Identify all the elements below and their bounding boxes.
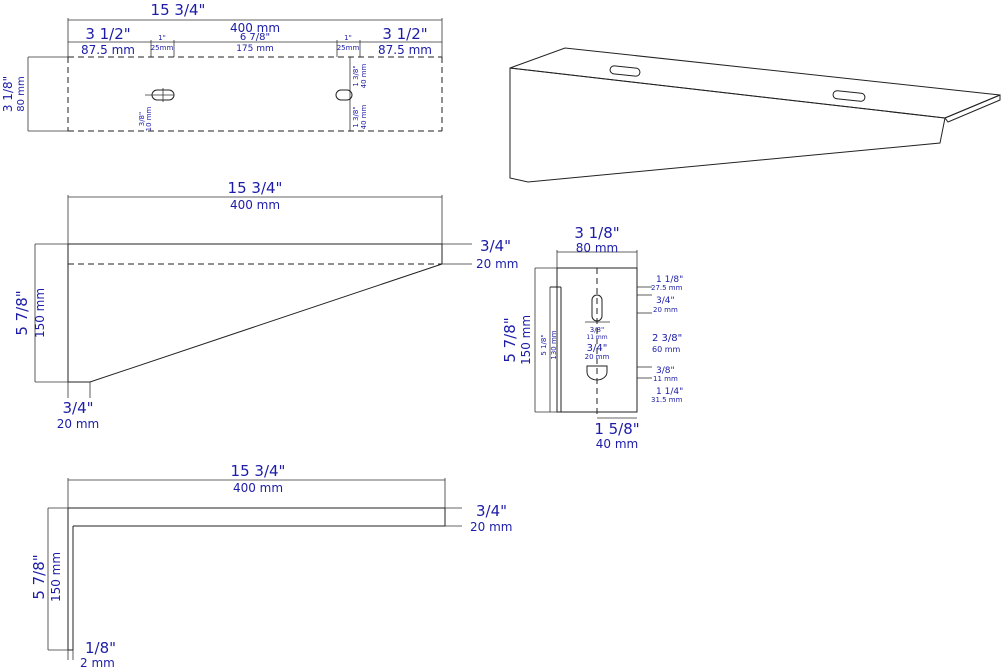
dim-slot2-in: 1"	[344, 34, 352, 42]
dim-overall-in: 15 3/4"	[151, 1, 206, 19]
dim-a-mm: 27.5 mm	[651, 284, 683, 292]
dim-e-mm: 31.5 mm	[651, 396, 683, 404]
dim-llength-in: 15 3/4"	[231, 462, 286, 480]
dim-slot-mm: 25mm	[151, 44, 174, 52]
dim-eheight-mm: 150 mm	[519, 315, 533, 365]
dim-e-in: 1 1/4"	[656, 387, 683, 397]
dim-center-mm: 175 mm	[236, 44, 274, 54]
dim-upper-mm: 40 mm	[360, 63, 368, 88]
dim-a-in: 1 1/8"	[656, 275, 683, 285]
dim-half-in: 1 5/8"	[594, 420, 639, 438]
dim-d-in: 3/8"	[656, 366, 675, 376]
dim-lheight-in: 5 7/8"	[30, 554, 48, 599]
dim-slot2-mm: 25mm	[337, 44, 360, 52]
dim-right-mm: 87.5 mm	[378, 43, 432, 57]
dim-c-mm: 60 mm	[652, 345, 681, 354]
dim-lheight-mm: 150 mm	[49, 552, 63, 602]
dim-right-in: 3 1/2"	[382, 25, 427, 43]
dim-llength-mm: 400 mm	[233, 481, 283, 495]
dim-foot-in: 3/4"	[62, 399, 93, 417]
dim-slot-in: 1"	[158, 34, 166, 42]
top-view: 15 3/4" 400 mm 3 1/2" 87.5 mm 1" 25mm 6 …	[1, 1, 443, 132]
dim-inner-in: 5 1/8"	[540, 334, 548, 355]
side-view: 15 3/4" 400 mm 3/4" 20 mm 5 7/8" 150 mm …	[13, 179, 518, 431]
dim-b-mm: 20 mm	[653, 306, 678, 314]
dim-thick-in: 3/4"	[480, 237, 511, 255]
dim-length-mm: 400 mm	[230, 198, 280, 212]
dim-hole-mm: 20 mm	[585, 353, 610, 361]
dim-height-in: 5 7/8"	[13, 290, 31, 335]
dim-inner-mm: 130 mm	[550, 330, 558, 359]
dim-eheight-in: 5 7/8"	[501, 317, 519, 362]
dim-left-mm: 87.5 mm	[81, 43, 135, 57]
dim-left-in: 3 1/2"	[85, 25, 130, 43]
dim-height-mm: 150 mm	[33, 288, 47, 338]
dim-lthick-mm: 20 mm	[470, 520, 512, 534]
dim-slotw-in: 3/8"	[138, 112, 146, 127]
dim-b-in: 3/4"	[656, 296, 675, 306]
dim-thick-mm: 20 mm	[476, 257, 518, 271]
l-profile-view: 15 3/4" 400 mm 3/4" 20 mm 5 7/8" 150 mm …	[30, 462, 512, 670]
dim-wall-in: 1/8"	[85, 639, 116, 657]
dim-d-mm: 11 mm	[653, 375, 678, 383]
dim-width-mm: 80 mm	[576, 241, 618, 255]
dim-slotw-mm: 10 mm	[145, 106, 153, 131]
dim-overall-mm: 400 mm	[230, 21, 280, 35]
dim-length-in: 15 3/4"	[228, 179, 283, 197]
dim-eslot-in: 3/8"	[590, 326, 605, 334]
dim-lower-in: 1 3/8"	[352, 106, 360, 127]
dim-upper-in: 1 3/8"	[352, 65, 360, 86]
slot-right	[335, 89, 353, 101]
dim-c-in: 2 3/8"	[652, 333, 682, 344]
dim-wall-mm: 2 mm	[80, 656, 115, 670]
dim-center-in: 6 7/8"	[240, 32, 270, 43]
isometric-view	[509, 47, 1001, 183]
dim-foot-mm: 20 mm	[57, 417, 99, 431]
dim-lthick-in: 3/4"	[476, 502, 507, 520]
dim-lower-mm: 40 mm	[360, 104, 368, 129]
end-view: 3 1/8" 80 mm 5 7/8" 150 mm 5 1/8" 130 mm…	[501, 224, 683, 451]
dim-eslot-mm: 11 mm	[586, 334, 607, 341]
dim-width-in: 3 1/8"	[574, 224, 619, 242]
dim-depth-in: 3 1/8"	[1, 76, 15, 112]
dim-depth-mm: 80 mm	[16, 76, 27, 111]
dim-half-mm: 40 mm	[596, 437, 638, 451]
dim-hole-in: 3/4"	[587, 343, 608, 354]
